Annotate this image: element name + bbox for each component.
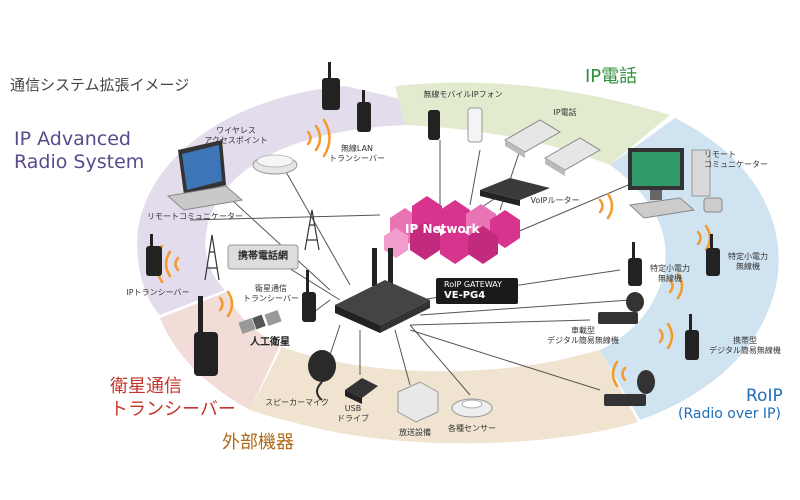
laptop-left	[166, 140, 244, 211]
page-title: 通信システム拡張イメージ	[10, 76, 190, 94]
label-satellite-transceiver: 衛星通信 トランシーバー	[243, 284, 299, 303]
label-mobile-network: 携帯電話網	[238, 251, 288, 262]
label-remote-communicator-right: リモート コミュニケーター	[704, 150, 768, 169]
mobile-network-box	[227, 244, 299, 270]
label-wlan-transceiver: 無線LAN トランシーバー	[329, 144, 385, 163]
ip-network-label: IP Network	[405, 222, 480, 236]
section-satellite-line2: トランシーバー	[110, 399, 236, 420]
label-sensors: 各種センサー	[448, 424, 496, 433]
label-speaker-mic: スピーカーマイク	[265, 398, 329, 407]
zone-satellite	[160, 292, 280, 410]
white-phone	[467, 107, 483, 143]
label-tokutei-left: 特定小電力 無線機	[650, 264, 690, 283]
label-artificial-satellite: 人工衛星	[250, 337, 290, 348]
desktop-pc-right	[628, 148, 723, 219]
section-roip-line2: (Radio over IP)	[678, 406, 781, 422]
section-ip-advanced-line1: IP Advanced	[14, 128, 131, 150]
zone-roip	[600, 118, 779, 420]
section-ip-phone: IP電話	[585, 66, 638, 87]
roip-gateway-device	[335, 248, 518, 333]
ip-desk-phones	[504, 119, 601, 176]
label-remote-communicator-left: リモートコミュニケーター	[147, 212, 243, 221]
label-usb-drive: USB ドライブ	[337, 404, 369, 423]
vehicle-radios	[598, 292, 655, 406]
label-voip-router: VoIPルーター	[530, 196, 580, 205]
label-wireless-mobile-ip-phone: 無線モバイルIPフォン	[423, 90, 503, 99]
section-ip-advanced-line2: Radio System	[14, 151, 145, 173]
label-handheld-digital: 携帯型 デジタル簡易無線機	[709, 336, 781, 355]
radio-towers	[204, 209, 320, 281]
satellite-device	[238, 309, 282, 335]
section-external: 外部機器	[222, 432, 294, 453]
label-vehicle-digital: 車載型 デジタル簡易無線機	[547, 326, 619, 345]
label-ip-transceiver: IPトランシーバー	[126, 288, 190, 297]
voip-router-device	[480, 178, 550, 206]
signal-waves	[155, 118, 712, 388]
ip-network-cloud	[384, 196, 520, 264]
label-broadcast: 放送設備	[399, 428, 431, 437]
access-point-device	[252, 154, 298, 175]
section-roip-line1: RoIP	[746, 386, 783, 406]
gateway-label-line1: RoIP GATEWAY	[444, 280, 503, 289]
gateway-label-line2: VE-PG4	[444, 290, 486, 301]
section-satellite-line1: 衛星通信	[110, 376, 182, 397]
external-devices	[308, 350, 493, 423]
label-ip-phone: IP電話	[553, 108, 577, 117]
label-wireless-ap: ワイヤレス アクセスポイント	[204, 126, 268, 145]
handheld-devices	[146, 62, 720, 376]
zone-ip-advanced	[137, 86, 405, 315]
label-tokutei-right: 特定小電力 無線機	[728, 252, 768, 271]
